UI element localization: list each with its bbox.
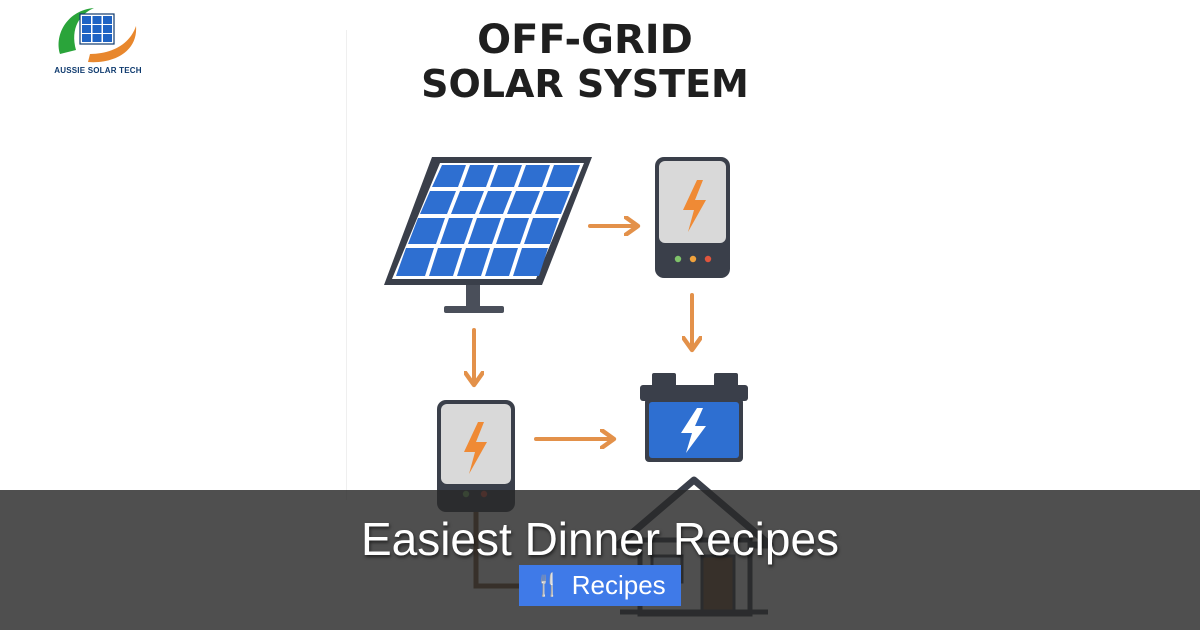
fork-knife-icon: 🍴 <box>534 572 562 598</box>
recipes-category-badge[interactable]: 🍴 Recipes <box>519 565 681 606</box>
badge-label: Recipes <box>571 570 666 600</box>
inverter-icon <box>437 400 515 512</box>
battery-icon <box>640 373 748 462</box>
diagram-title: OFF-GRID SOLAR SYSTEM <box>380 18 790 105</box>
logo-text: AUSSIE SOLAR TECH <box>54 66 142 75</box>
caption-overlay <box>0 490 1200 630</box>
title-line-1: OFF-GRID <box>477 17 693 63</box>
divider-line <box>346 30 347 500</box>
charge-controller-icon <box>655 157 730 278</box>
brand-logo: AUSSIE SOLAR TECH <box>50 4 146 80</box>
overlay-title: Easiest Dinner Recipes <box>360 513 840 565</box>
solar-panel-icon <box>384 157 592 313</box>
title-line-2: SOLAR SYSTEM <box>421 61 749 106</box>
logo-icon <box>58 8 137 63</box>
